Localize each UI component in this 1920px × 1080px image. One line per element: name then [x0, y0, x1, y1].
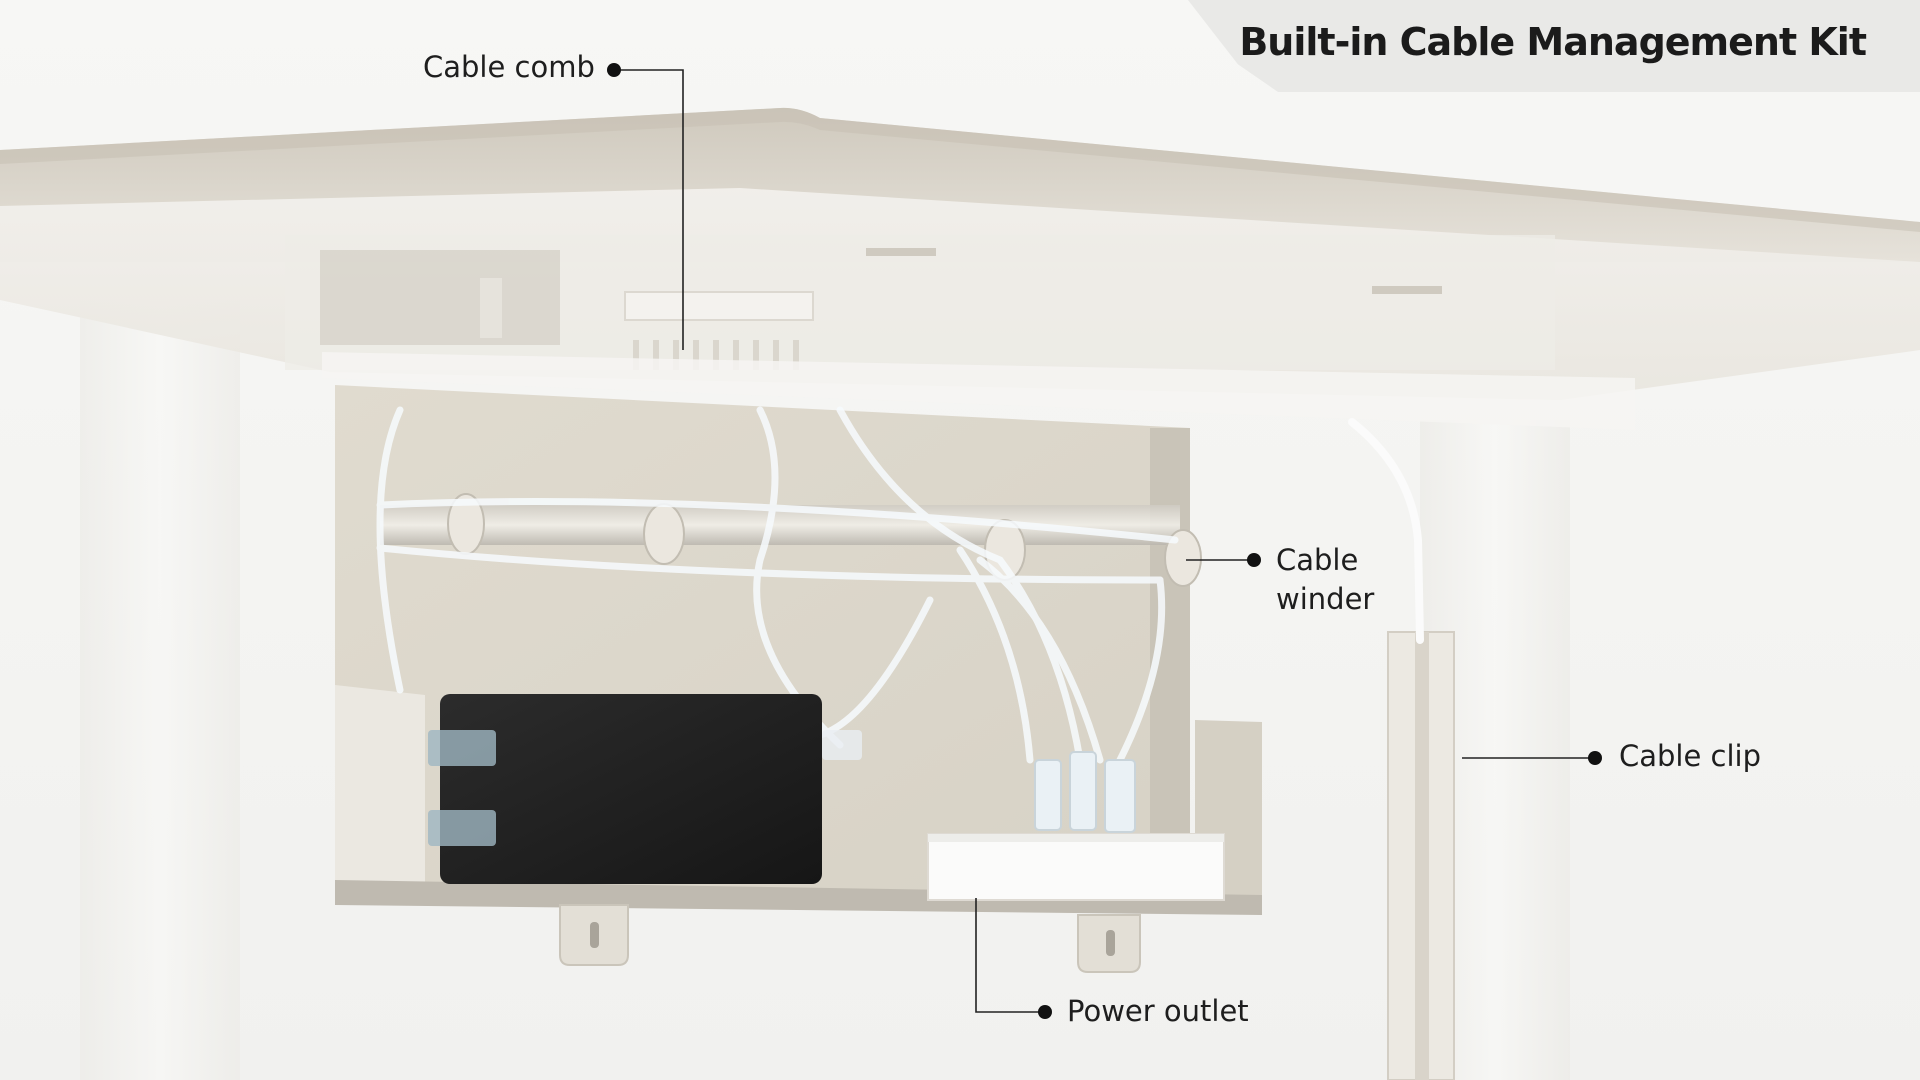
callout-dot-cable-comb: [607, 63, 621, 77]
callout-label-cable-clip: Cable clip: [1619, 739, 1762, 773]
callout-label-cable-winder: Cable winder: [1276, 543, 1375, 616]
callout-dot-cable-clip: [1588, 751, 1602, 765]
cable-comb: [624, 291, 814, 370]
power-brick: [428, 694, 862, 884]
plugs: [1034, 751, 1136, 833]
callout-dot-power-outlet: [1038, 1005, 1052, 1019]
callout-label-cable-comb: Cable comb: [423, 50, 595, 84]
callout-label-power-outlet: Power outlet: [1067, 994, 1249, 1028]
callout-lines: [620, 69, 1592, 1013]
power-outlet: [927, 833, 1225, 901]
callout-dot-cable-winder: [1247, 553, 1261, 567]
page-title: Built-in Cable Management Kit: [1239, 20, 1867, 64]
desk-leg-left: [80, 300, 240, 1080]
title-banner: Built-in Cable Management Kit: [1188, 0, 1920, 92]
cables: [376, 406, 1179, 764]
cable-clip: [1348, 418, 1455, 1080]
